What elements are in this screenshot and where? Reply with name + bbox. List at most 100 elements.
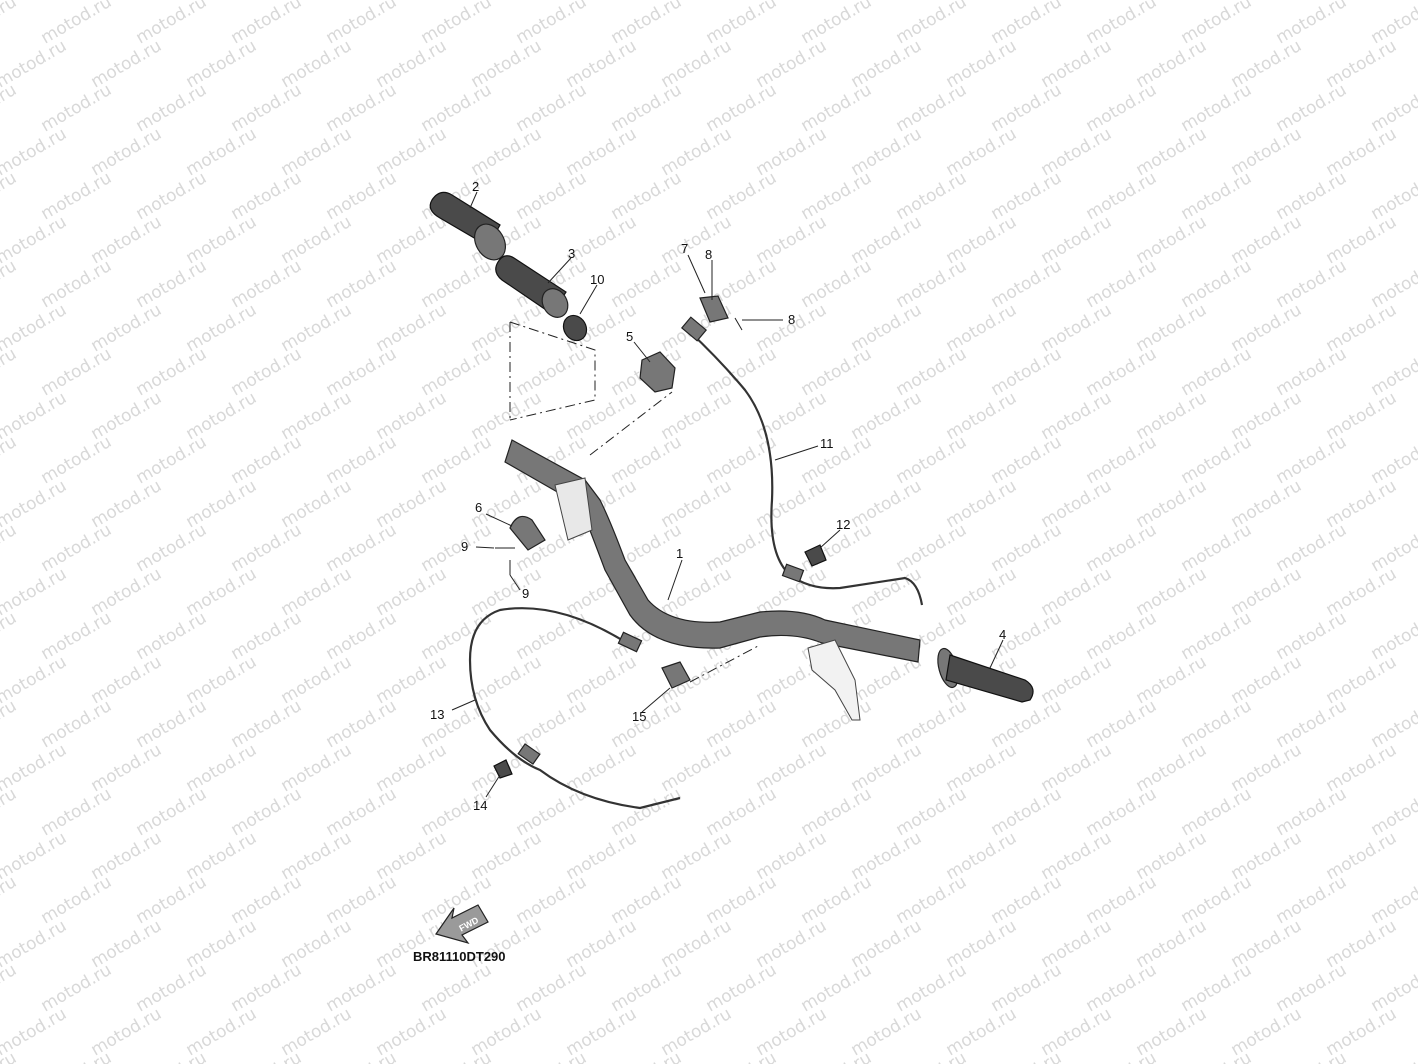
clutch-lever — [807, 639, 861, 721]
watermark-text: motod.ru — [418, 1048, 496, 1064]
watermark-text: motod.ru — [1273, 168, 1351, 224]
watermark-text: motod.ru — [1083, 344, 1161, 400]
watermark-text: motod.ru — [798, 872, 876, 928]
watermark-text: motod.ru — [38, 256, 116, 312]
watermark-text: motod.ru — [323, 168, 401, 224]
callout-7: 7 — [681, 241, 688, 256]
watermark-text: motod.ru — [0, 168, 20, 224]
watermark-text: motod.ru — [133, 432, 211, 488]
watermark-text: motod.ru — [0, 608, 20, 664]
watermark-text: motod.ru — [133, 1048, 211, 1064]
watermark-text: motod.ru — [703, 0, 781, 48]
callout-13: 13 — [430, 707, 444, 722]
watermark-text: motod.ru — [608, 696, 686, 752]
watermark-text: motod.ru — [988, 1048, 1066, 1064]
watermark-text: motod.ru — [798, 1048, 876, 1064]
watermark-text: motod.ru — [1273, 344, 1351, 400]
watermark-text: motod.ru — [38, 960, 116, 1016]
watermark-text: motod.ru — [38, 344, 116, 400]
watermark-text: motod.ru — [608, 960, 686, 1016]
callout-5: 5 — [626, 329, 633, 344]
watermark-text: motod.ru — [1178, 168, 1256, 224]
watermark-text: motod.ru — [0, 520, 20, 576]
callout-2: 2 — [472, 179, 479, 194]
watermark-text: motod.ru — [323, 432, 401, 488]
watermark-text: motod.ru — [228, 256, 306, 312]
watermark-text: motod.ru — [323, 520, 401, 576]
watermark-text: motod.ru — [703, 872, 781, 928]
watermark-text: motod.ru — [608, 784, 686, 840]
watermark-text: motod.ru — [1083, 696, 1161, 752]
watermark-text: motod.ru — [1083, 960, 1161, 1016]
watermark-text: motod.ru — [38, 168, 116, 224]
watermark-text: motod.ru — [133, 256, 211, 312]
watermark-text: motod.ru — [133, 344, 211, 400]
part-3-throttle-grip — [495, 255, 569, 318]
diagram-code: BR81110DT290 — [413, 949, 506, 964]
watermark-text: motod.ru — [1368, 80, 1418, 136]
watermark-text: motod.ru — [133, 80, 211, 136]
watermark-text: motod.ru — [228, 0, 306, 48]
watermark-text: motod.ru — [0, 344, 20, 400]
watermark-text: motod.ru — [228, 80, 306, 136]
watermark-text: motod.ru — [418, 256, 496, 312]
callout-8a: 8 — [705, 247, 712, 262]
watermark-text: motod.ru — [323, 344, 401, 400]
watermark-text: motod.ru — [893, 960, 971, 1016]
watermark-text: motod.ru — [703, 1048, 781, 1064]
watermark-text: motod.ru — [133, 0, 211, 48]
watermark-text: motod.ru — [38, 80, 116, 136]
watermark-text: motod.ru — [0, 432, 20, 488]
watermark-text: motod.ru — [133, 168, 211, 224]
watermark-text: motod.ru — [133, 872, 211, 928]
watermark-text: motod.ru — [418, 608, 496, 664]
part-14-adjuster — [493, 759, 513, 779]
watermark-text: motod.ru — [703, 784, 781, 840]
watermark-text: motod.ru — [0, 784, 20, 840]
watermark-text: motod.ru — [1368, 344, 1418, 400]
callout-4: 4 — [999, 627, 1006, 642]
watermark-text: motod.ru — [1083, 256, 1161, 312]
watermark-text: motod.ru — [38, 520, 116, 576]
part-4-grip-right — [937, 647, 1034, 703]
watermark-text: motod.ru — [988, 520, 1066, 576]
watermark-text: motod.ru — [1178, 608, 1256, 664]
watermark-text: motod.ru — [513, 0, 591, 48]
watermark-text: motod.ru — [513, 696, 591, 752]
watermark-text: motod.ru — [1083, 1048, 1161, 1064]
watermark-text: motod.ru — [1368, 168, 1418, 224]
watermark-text: motod.ru — [228, 608, 306, 664]
fwd-arrow-icon: FWD — [435, 904, 489, 945]
alignment-lines — [509, 321, 761, 683]
watermark-text: motod.ru — [893, 432, 971, 488]
watermark-text: motod.ru — [38, 872, 116, 928]
watermark-text: motod.ru — [1178, 784, 1256, 840]
watermark-text: motod.ru — [1273, 256, 1351, 312]
watermark-text: motod.ru — [228, 696, 306, 752]
watermark-text: motod.ru — [0, 696, 20, 752]
watermark-text: motod.ru — [38, 0, 116, 48]
watermark-text: motod.ru — [703, 168, 781, 224]
callout-15: 15 — [632, 709, 646, 724]
watermark-text: motod.ru — [893, 1048, 971, 1064]
watermark-text: motod.ru — [0, 256, 20, 312]
watermark-text: motod.ru — [608, 872, 686, 928]
watermark-text: motod.ru — [893, 168, 971, 224]
watermark-text: motod.ru — [323, 696, 401, 752]
watermark-text: motod.ru — [893, 872, 971, 928]
watermark-text: motod.ru — [323, 80, 401, 136]
watermark-text: motod.ru — [323, 608, 401, 664]
watermark-text: motod.ru — [1273, 0, 1351, 48]
watermark-text: motod.ru — [418, 344, 496, 400]
part-2-grip-left — [429, 191, 507, 261]
watermark-text: motod.ru — [1368, 784, 1418, 840]
watermark-text: motod.ru — [133, 784, 211, 840]
watermark-text: motod.ru — [1083, 872, 1161, 928]
watermark-text: motod.ru — [798, 960, 876, 1016]
watermark-text: motod.ru — [1368, 256, 1418, 312]
watermark-text: motod.ru — [1273, 432, 1351, 488]
watermark-text: motod.ru — [798, 344, 876, 400]
watermark-text: motod.ru — [418, 520, 496, 576]
